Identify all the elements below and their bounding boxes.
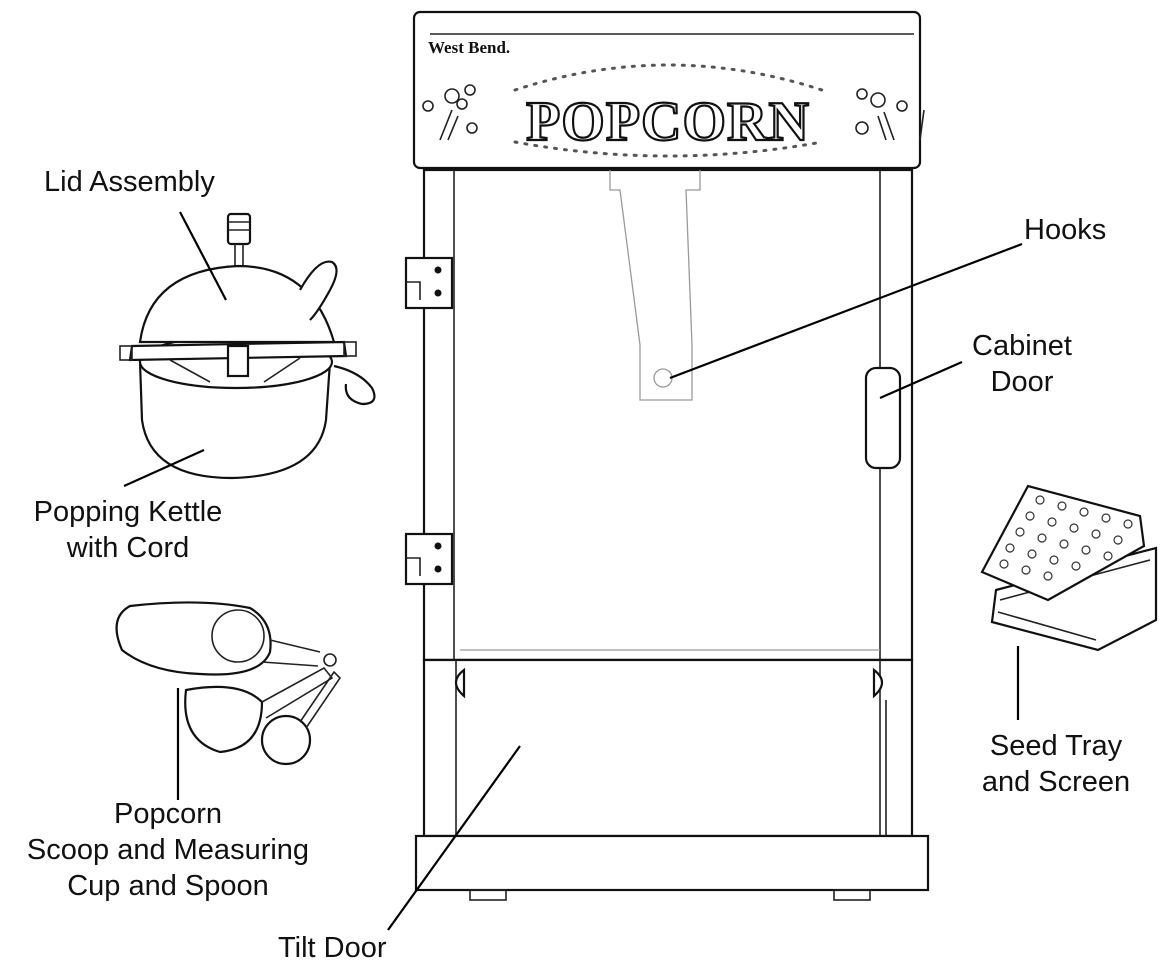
popping-kettle-illustration: [119, 212, 376, 480]
popcorn-marquee-text: POPCORN: [526, 91, 810, 153]
leader-hooks: [669, 242, 1023, 380]
leader-tilt-door: [387, 745, 521, 931]
label-lid-assembly: Lid Assembly: [44, 166, 215, 198]
tilt-door-pivot-left: [454, 667, 466, 699]
popcorn-decoration-left: [422, 84, 478, 141]
marquee-lights: [513, 63, 824, 158]
label-cabinet-door: Cabinet Door: [972, 330, 1072, 398]
leader-cabinet-door: [879, 360, 963, 400]
left-foot: [469, 889, 507, 901]
lower-hinge: [404, 532, 454, 586]
leader-lid-assembly: [179, 211, 227, 301]
screen-holes: [999, 495, 1133, 581]
popcorn-decoration-right: [855, 88, 925, 141]
label-seed-tray-screen: Seed Tray and Screen: [981, 730, 1131, 798]
popcorn-scoop: [115, 601, 272, 676]
popcorn-machine: West Bend. POPCORN: [404, 10, 930, 901]
measuring-spoon: [260, 714, 312, 766]
kettle-pot: [138, 360, 332, 480]
leader-popping-kettle: [123, 448, 205, 488]
scoop-measuring-cup-spoon-illustration: [115, 601, 342, 766]
right-foot: [833, 889, 871, 901]
lower-compartment: [422, 658, 914, 838]
label-hooks: Hooks: [1024, 214, 1107, 246]
brand-logo: West Bend.: [428, 38, 510, 57]
upper-hinge: [404, 256, 454, 310]
cabinet-door-handle: [864, 366, 902, 470]
seed-tray-screen-illustration: [980, 484, 1158, 652]
marquee-header: [412, 10, 922, 170]
tilt-door-pivot-right: [872, 667, 884, 699]
machine-base: [414, 834, 930, 892]
label-popcorn-scoop: Popcorn Scoop and Measuring Cup and Spoo…: [26, 798, 310, 902]
cabinet-body: [422, 168, 914, 662]
label-tilt-door: Tilt Door: [278, 932, 387, 964]
measuring-cup: [184, 685, 264, 754]
label-popping-kettle: Popping Kettle with Cord: [33, 496, 223, 564]
